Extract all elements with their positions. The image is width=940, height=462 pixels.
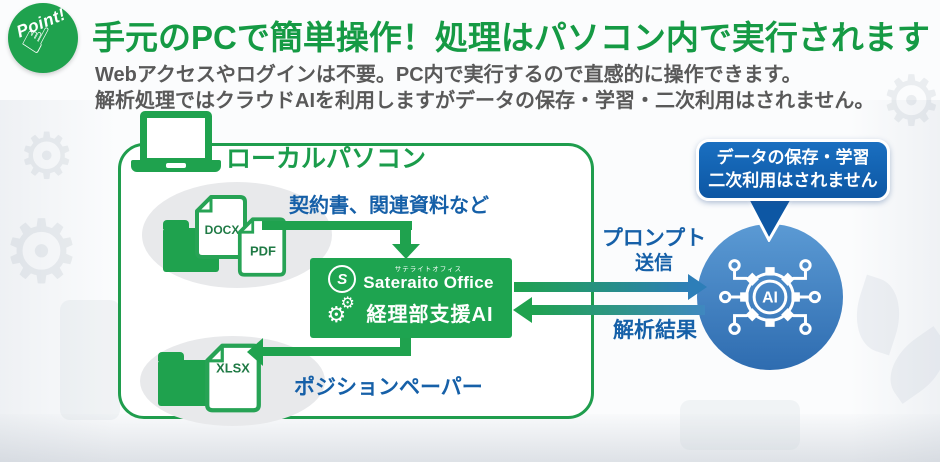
point-badge: Point! ☝ (8, 3, 78, 73)
gears-icon: ⚙⚙ (326, 293, 355, 328)
output-label: ポジションペーパー (294, 376, 483, 399)
cloud-ai-circle: AI (697, 224, 843, 370)
input-label: 契約書、関連資料など (289, 195, 489, 217)
background-figure (60, 300, 120, 420)
output-arrowhead (247, 338, 263, 366)
ai-chip-icon: AI (719, 259, 821, 335)
result-label: 解析結果 (613, 319, 697, 342)
docx-file-label: DOCX (205, 223, 240, 237)
brand-name: Sateraito Office (363, 272, 494, 292)
laptop-icon-base (131, 160, 221, 172)
background-gear-icon: ⚙ (18, 120, 76, 194)
prompt-label: プロンプト 送信 (596, 226, 712, 276)
input-arrowhead (392, 244, 420, 259)
result-arrow (530, 305, 705, 315)
background-figure (680, 400, 800, 450)
ai-label: AI (762, 290, 778, 307)
background-left-collage (0, 100, 116, 462)
input-arrow (400, 221, 411, 245)
pdf-file-label: PDF (250, 243, 276, 258)
speech-bubble-tail (745, 198, 795, 242)
prompt-arrowhead (688, 274, 707, 300)
laptop-icon (140, 111, 212, 165)
sateraito-logo-icon: S (328, 265, 357, 293)
subtitle-line-2: 解析処理ではクラウドAIを利用しますがデータの保存・学習・二次利用はされません。 (95, 90, 875, 112)
product-name: 経理部支援AI (366, 303, 494, 326)
prompt-arrow (514, 282, 690, 292)
result-arrowhead (513, 297, 532, 323)
prompt-label-line1: プロンプト (601, 227, 707, 250)
local-pc-label: ローカルパソコン (226, 145, 427, 173)
prompt-label-line2: 送信 (634, 253, 673, 275)
speech-bubble-line1: データの保存・学習 (716, 148, 870, 168)
pdf-file-icon: PDF (237, 217, 287, 277)
sateraito-office-box: S サテライトオフィス Sateraito Office ⚙⚙ 経理部支援AI (310, 258, 512, 338)
product-row: ⚙⚙ 経理部支援AI (310, 293, 512, 328)
background-gear-icon: ⚙ (880, 60, 940, 142)
page-title: 手元のPCで簡単操作！処理はパソコン内で実行されます (92, 19, 930, 56)
brand-row: S サテライトオフィス Sateraito Office (310, 265, 512, 293)
input-arrow (262, 221, 412, 230)
speech-bubble: データの保存・学習 二次利用はされません (696, 139, 890, 201)
output-arrow (263, 347, 411, 356)
brand-ruby: サテライトオフィス (394, 266, 463, 274)
xlsx-file-label: XLSX (216, 361, 250, 376)
subtitle-line-1: Webアクセスやログインは不要。PC内で実行するので直感的に操作できます。 (95, 64, 802, 86)
speech-bubble-line2: 二次利用はされません (708, 171, 878, 190)
background-gear-icon: ⚙ (2, 200, 81, 303)
background-bottom-collage (0, 414, 940, 462)
